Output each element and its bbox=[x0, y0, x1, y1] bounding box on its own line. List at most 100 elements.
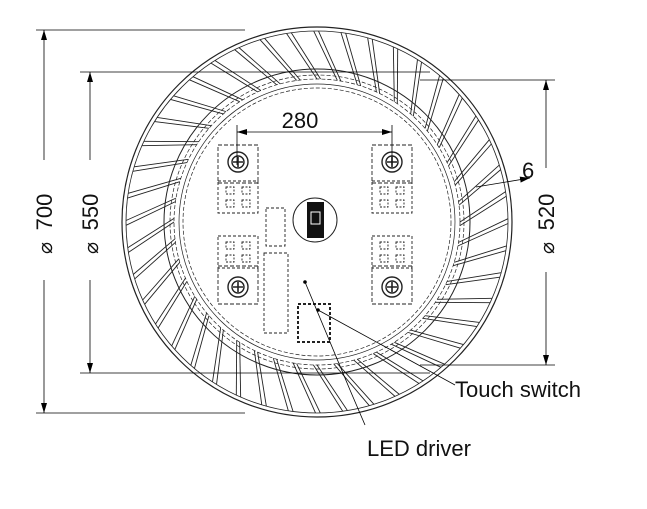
fin bbox=[212, 327, 222, 382]
fin bbox=[437, 297, 493, 300]
fin bbox=[155, 277, 186, 325]
fin bbox=[367, 37, 377, 92]
fin bbox=[286, 33, 318, 80]
fin bbox=[128, 221, 175, 253]
fin bbox=[391, 343, 442, 368]
fin bbox=[127, 218, 175, 249]
fin bbox=[371, 39, 381, 94]
fin bbox=[238, 47, 281, 85]
fin bbox=[253, 350, 263, 405]
fin bbox=[446, 115, 477, 163]
fin bbox=[438, 97, 463, 148]
fin bbox=[257, 352, 267, 407]
fin bbox=[340, 32, 358, 85]
fin bbox=[447, 272, 502, 282]
fin bbox=[259, 39, 297, 81]
fin bbox=[454, 245, 507, 263]
fin bbox=[127, 181, 180, 199]
fin bbox=[459, 191, 506, 223]
mounting-bracket bbox=[217, 144, 259, 214]
fin bbox=[134, 242, 176, 280]
dim-6: 6 bbox=[522, 158, 534, 183]
fin bbox=[170, 98, 224, 115]
fin bbox=[445, 276, 500, 286]
fin bbox=[436, 94, 460, 145]
mounting-bracket bbox=[217, 235, 259, 305]
dim-520-label: ⌀ 520 bbox=[534, 194, 559, 254]
mounting-bracket bbox=[371, 235, 413, 305]
touch-switch-label: Touch switch bbox=[455, 377, 581, 402]
fin bbox=[453, 250, 506, 267]
fin bbox=[410, 329, 464, 346]
fin bbox=[157, 281, 188, 329]
fin bbox=[264, 38, 301, 81]
fin bbox=[425, 315, 480, 323]
fin bbox=[453, 139, 490, 183]
fin bbox=[333, 363, 370, 406]
light-fins bbox=[125, 30, 509, 414]
fin bbox=[424, 75, 441, 129]
fin bbox=[457, 223, 509, 247]
dim-280: 280 bbox=[282, 108, 319, 133]
fin bbox=[216, 330, 224, 385]
fin bbox=[125, 197, 177, 221]
fin bbox=[210, 62, 258, 93]
fin bbox=[276, 359, 294, 412]
fin bbox=[407, 331, 461, 349]
fin bbox=[454, 143, 492, 186]
fin bbox=[353, 359, 396, 397]
fin bbox=[292, 362, 316, 414]
fin bbox=[394, 341, 445, 365]
svg-text:⌀: ⌀ bbox=[537, 242, 559, 254]
fin bbox=[448, 119, 479, 167]
fin bbox=[174, 299, 198, 350]
dimension-lines bbox=[36, 29, 555, 426]
fin bbox=[141, 144, 197, 147]
fin bbox=[345, 33, 362, 86]
fin bbox=[296, 363, 321, 414]
fin bbox=[313, 364, 344, 412]
fin bbox=[337, 363, 375, 405]
fin bbox=[173, 95, 227, 113]
fin bbox=[234, 49, 278, 86]
fin bbox=[272, 358, 289, 411]
fin bbox=[372, 353, 420, 384]
fin bbox=[171, 296, 196, 347]
fin bbox=[290, 32, 321, 80]
svg-text:⌀: ⌀ bbox=[35, 242, 57, 254]
fin bbox=[190, 312, 208, 366]
fin bbox=[410, 59, 418, 114]
fin bbox=[154, 121, 209, 129]
fin bbox=[459, 195, 507, 226]
fin bbox=[376, 351, 424, 382]
fin bbox=[157, 117, 212, 127]
fin bbox=[392, 46, 395, 102]
svg-text:520: 520 bbox=[534, 194, 559, 231]
dim-550-label: ⌀ 550 bbox=[78, 194, 103, 254]
fin bbox=[458, 218, 509, 243]
callout-dots bbox=[303, 280, 320, 312]
fin bbox=[412, 62, 422, 117]
fin bbox=[422, 317, 477, 327]
fin bbox=[239, 342, 242, 398]
fin bbox=[316, 364, 348, 411]
fin bbox=[458, 164, 500, 202]
fin bbox=[144, 261, 181, 305]
fin bbox=[132, 162, 187, 172]
svg-text:550: 550 bbox=[78, 194, 103, 231]
fin bbox=[458, 169, 501, 206]
fin bbox=[189, 79, 240, 103]
fin bbox=[125, 201, 176, 226]
fin bbox=[128, 177, 181, 194]
sensor-switch bbox=[292, 197, 338, 243]
fin bbox=[318, 30, 342, 82]
fin bbox=[214, 60, 262, 91]
fin bbox=[134, 158, 189, 168]
fin bbox=[356, 358, 400, 395]
fin bbox=[142, 258, 180, 301]
fin bbox=[192, 76, 243, 101]
led-driver-label: LED driver bbox=[367, 436, 471, 461]
dim-700-label: ⌀ 700 bbox=[32, 194, 57, 254]
fin bbox=[133, 238, 176, 275]
fin bbox=[426, 78, 444, 132]
